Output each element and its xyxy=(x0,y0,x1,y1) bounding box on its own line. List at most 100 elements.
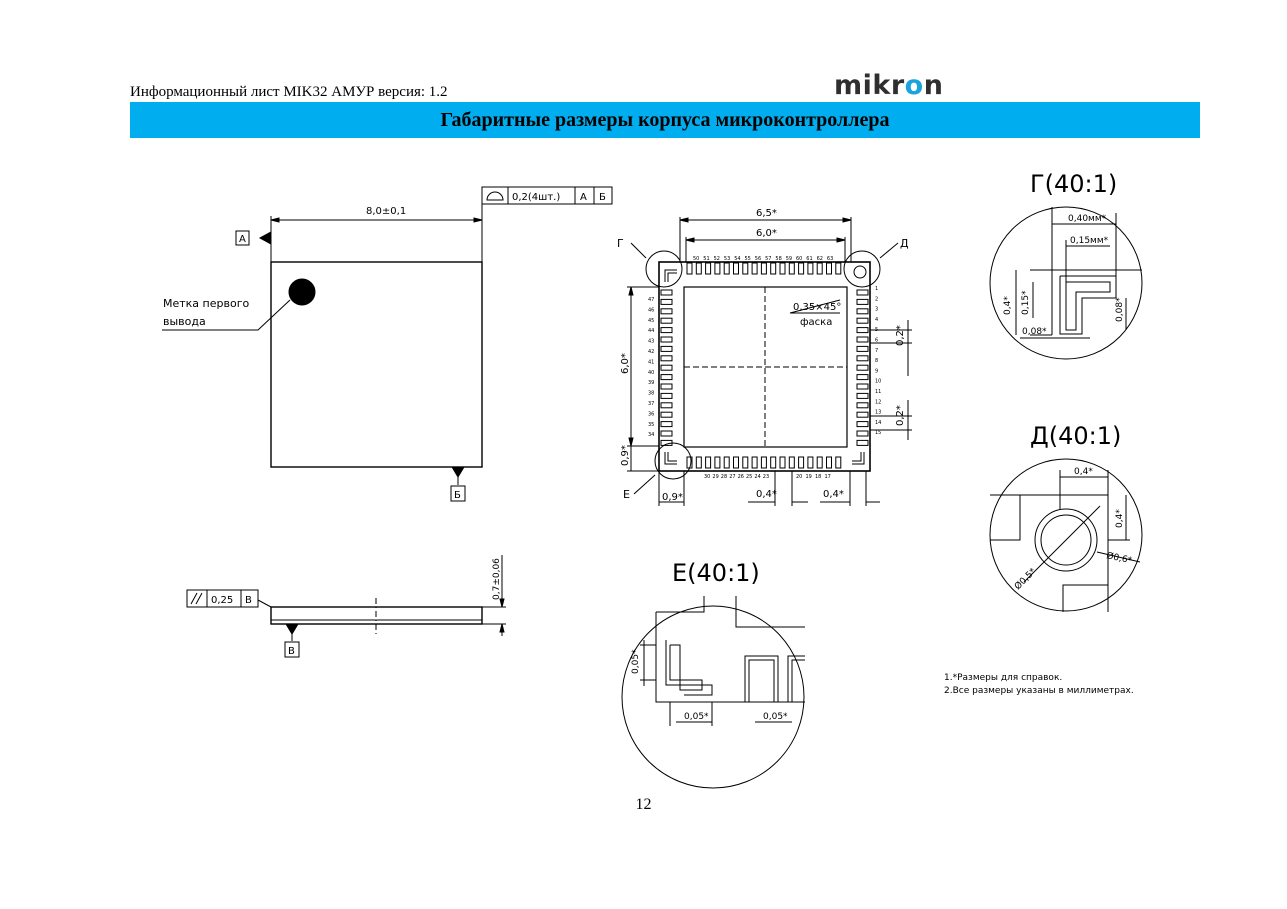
pin-label-right: 4 xyxy=(875,317,878,323)
pad xyxy=(856,374,869,381)
pad xyxy=(798,262,805,275)
pad xyxy=(742,456,749,469)
pin-label-right: 14 xyxy=(875,420,881,426)
thickness-label: 0,7±0,06 xyxy=(492,558,502,600)
pin-label-left: 47 xyxy=(648,297,654,303)
detail-g-d1: 0,40мм* xyxy=(1068,214,1107,224)
detail-d-d4: Ø0,5* xyxy=(1012,566,1038,592)
datum-v-label: В xyxy=(288,646,295,657)
pad xyxy=(660,392,673,399)
dim-65-label: 6,5* xyxy=(756,208,777,219)
dim-60-v-label: 6,0* xyxy=(620,353,631,374)
pad xyxy=(660,383,673,390)
section-title: Габаритные размеры корпуса микроконтролл… xyxy=(440,109,890,131)
pad xyxy=(856,383,869,390)
pin-label-left: 35 xyxy=(648,422,654,428)
pad xyxy=(807,456,814,469)
detail-d-title: Д(40:1) xyxy=(1030,422,1121,450)
pin-label-top: 55 xyxy=(745,256,751,262)
chamfer-word: фаска xyxy=(800,317,832,328)
pad xyxy=(751,456,758,469)
pad xyxy=(856,439,869,446)
pin-label-bottom: 19 xyxy=(806,474,812,480)
detail-e-d2: 0,05* xyxy=(684,712,709,722)
callout-g: Г xyxy=(617,237,624,250)
pin-label-top: 63 xyxy=(827,256,833,262)
pin-label-right: 5 xyxy=(875,327,878,333)
dim-04-a-label: 0,4* xyxy=(756,489,777,500)
pin-label-top: 60 xyxy=(796,256,802,262)
pad xyxy=(856,392,869,399)
pad xyxy=(856,289,869,296)
pin-label-right: 8 xyxy=(875,358,878,364)
detail-d-d3: Ø0,6* xyxy=(1105,550,1133,566)
pin-label-left: 38 xyxy=(648,391,654,397)
tolerance-value: 0,2(4шт.) xyxy=(512,192,560,203)
pin-label-bottom: 29 xyxy=(712,474,718,480)
pin-label-left: 45 xyxy=(648,318,654,324)
pad xyxy=(856,336,869,343)
pin-label-right: 3 xyxy=(875,307,878,313)
pin-label-top: 57 xyxy=(765,256,771,262)
pin-label-left: 37 xyxy=(648,401,654,407)
dim-09-v-label: 0,9* xyxy=(620,445,631,466)
pad xyxy=(660,421,673,428)
callout-e: Е xyxy=(623,488,630,501)
pad xyxy=(856,298,869,305)
section-banner: Габаритные размеры корпуса микроконтролл… xyxy=(130,102,1200,138)
tolerance-ref-a: А xyxy=(580,192,587,203)
pin-label-right: 12 xyxy=(875,399,881,405)
pad xyxy=(723,456,730,469)
page-number: 12 xyxy=(635,796,652,813)
pin-label-bottom: 20 xyxy=(796,474,802,480)
pin-label-top: 52 xyxy=(714,256,720,262)
pad xyxy=(807,262,814,275)
pad xyxy=(660,289,673,296)
pad xyxy=(686,262,693,275)
dim-02-b-label: 0,2* xyxy=(895,405,906,426)
pad xyxy=(788,262,795,275)
pin-label-bottom: 27 xyxy=(729,474,735,480)
pin-label-top: 62 xyxy=(817,256,823,262)
pad xyxy=(798,456,805,469)
pad xyxy=(733,456,739,469)
pad xyxy=(751,262,758,275)
note-2: 2.Все размеры указаны в миллиметрах. xyxy=(944,686,1134,696)
pad xyxy=(856,430,869,437)
pin-label-bottom: 23 xyxy=(763,474,769,480)
dim-09-h-label: 0,9* xyxy=(662,492,683,503)
pad xyxy=(660,308,673,315)
pad xyxy=(742,262,749,275)
pad xyxy=(856,308,869,315)
pin-label-left: 42 xyxy=(648,349,654,355)
pad xyxy=(660,317,673,324)
pin-label-bottom: 30 xyxy=(704,474,710,480)
pad xyxy=(660,374,673,381)
pad xyxy=(705,262,712,275)
detail-g-d4: 0,15* xyxy=(1021,290,1031,315)
detail-g-d2: 0,15мм* xyxy=(1070,236,1109,246)
pad xyxy=(660,355,673,362)
pin-label-left: 41 xyxy=(648,359,654,365)
parallel-value: 0,25 xyxy=(211,595,233,606)
detail-g-title: Г(40:1) xyxy=(1030,170,1117,198)
pin-label-top: 58 xyxy=(775,256,781,262)
pad xyxy=(705,456,712,469)
pad xyxy=(816,456,823,469)
pad xyxy=(723,262,730,275)
pin-label-top: 56 xyxy=(755,256,761,262)
pad xyxy=(856,421,869,428)
pin-label-right: 7 xyxy=(875,348,878,354)
pad xyxy=(760,262,767,275)
detail-d xyxy=(989,458,1143,612)
pin-label-left: 36 xyxy=(648,411,654,417)
pad xyxy=(835,456,842,469)
pad xyxy=(660,402,673,409)
dim-width-label: 8,0±0,1 xyxy=(366,206,406,217)
bottom-view xyxy=(627,217,912,506)
pin-label-right: 1 xyxy=(875,286,878,292)
pin-label-right: 15 xyxy=(875,430,881,436)
parallel-ref: В xyxy=(245,595,252,606)
pin-label-bottom: 26 xyxy=(738,474,744,480)
pin-label-right: 9 xyxy=(875,368,878,374)
